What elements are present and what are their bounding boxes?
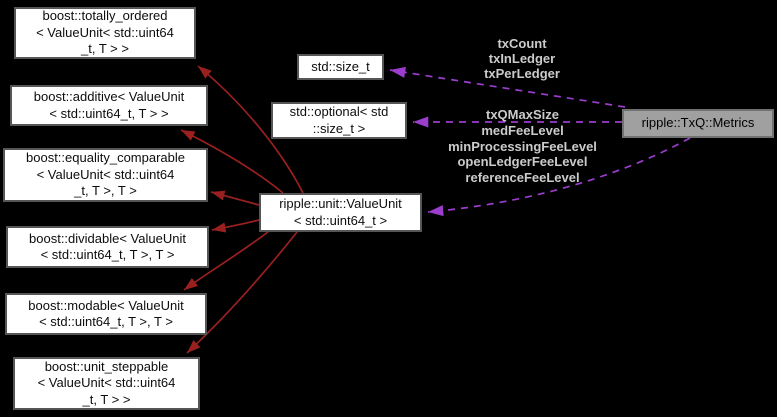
edge-label-optional-member: txQMaxSize	[486, 107, 559, 122]
node-boost-unit-steppable[interactable]: boost::modable< ValueUnit < std::uint64_…	[5, 293, 207, 335]
node-boost-unit-steppable-2[interactable]: boost::unit_steppable < ValueUnit< std::…	[13, 357, 200, 410]
node-std-size-t[interactable]: std::size_t	[297, 54, 384, 80]
usage-arrow-valueunit	[427, 137, 691, 217]
node-boost-totally-ordered[interactable]: boost::totally_ordered < ValueUnit< std:…	[14, 7, 196, 59]
inheritance-arrow-equality-comparable	[210, 190, 260, 206]
node-boost-equality-comparable[interactable]: boost::equality_comparable < ValueUnit< …	[3, 148, 208, 202]
inheritance-arrow-totally-ordered	[197, 65, 304, 194]
node-boost-dividable[interactable]: boost::dividable< ValueUnit < std::uint6…	[6, 226, 209, 268]
inheritance-arrow-dividable	[211, 219, 260, 233]
node-ripple-unit-valueunit[interactable]: ripple::unit::ValueUnit < std::uint64_t …	[259, 193, 422, 232]
node-boost-additive[interactable]: boost::additive< ValueUnit < std::uint64…	[10, 85, 208, 126]
usage-arrow-size-t	[389, 66, 626, 108]
inheritance-arrow-unit-steppable	[186, 231, 298, 354]
inheritance-arrow-additive	[180, 129, 284, 194]
edge-label-size-t-members: txCount txInLedger txPerLedger	[484, 36, 560, 81]
node-ripple-txq-metrics: ripple::TxQ::Metrics	[622, 109, 774, 138]
inheritance-arrow-modable	[183, 231, 269, 291]
node-std-optional[interactable]: std::optional< std ::size_t >	[271, 102, 407, 139]
edge-label-valueunit-members: medFeeLevel minProcessingFeeLevel openLe…	[448, 123, 597, 185]
